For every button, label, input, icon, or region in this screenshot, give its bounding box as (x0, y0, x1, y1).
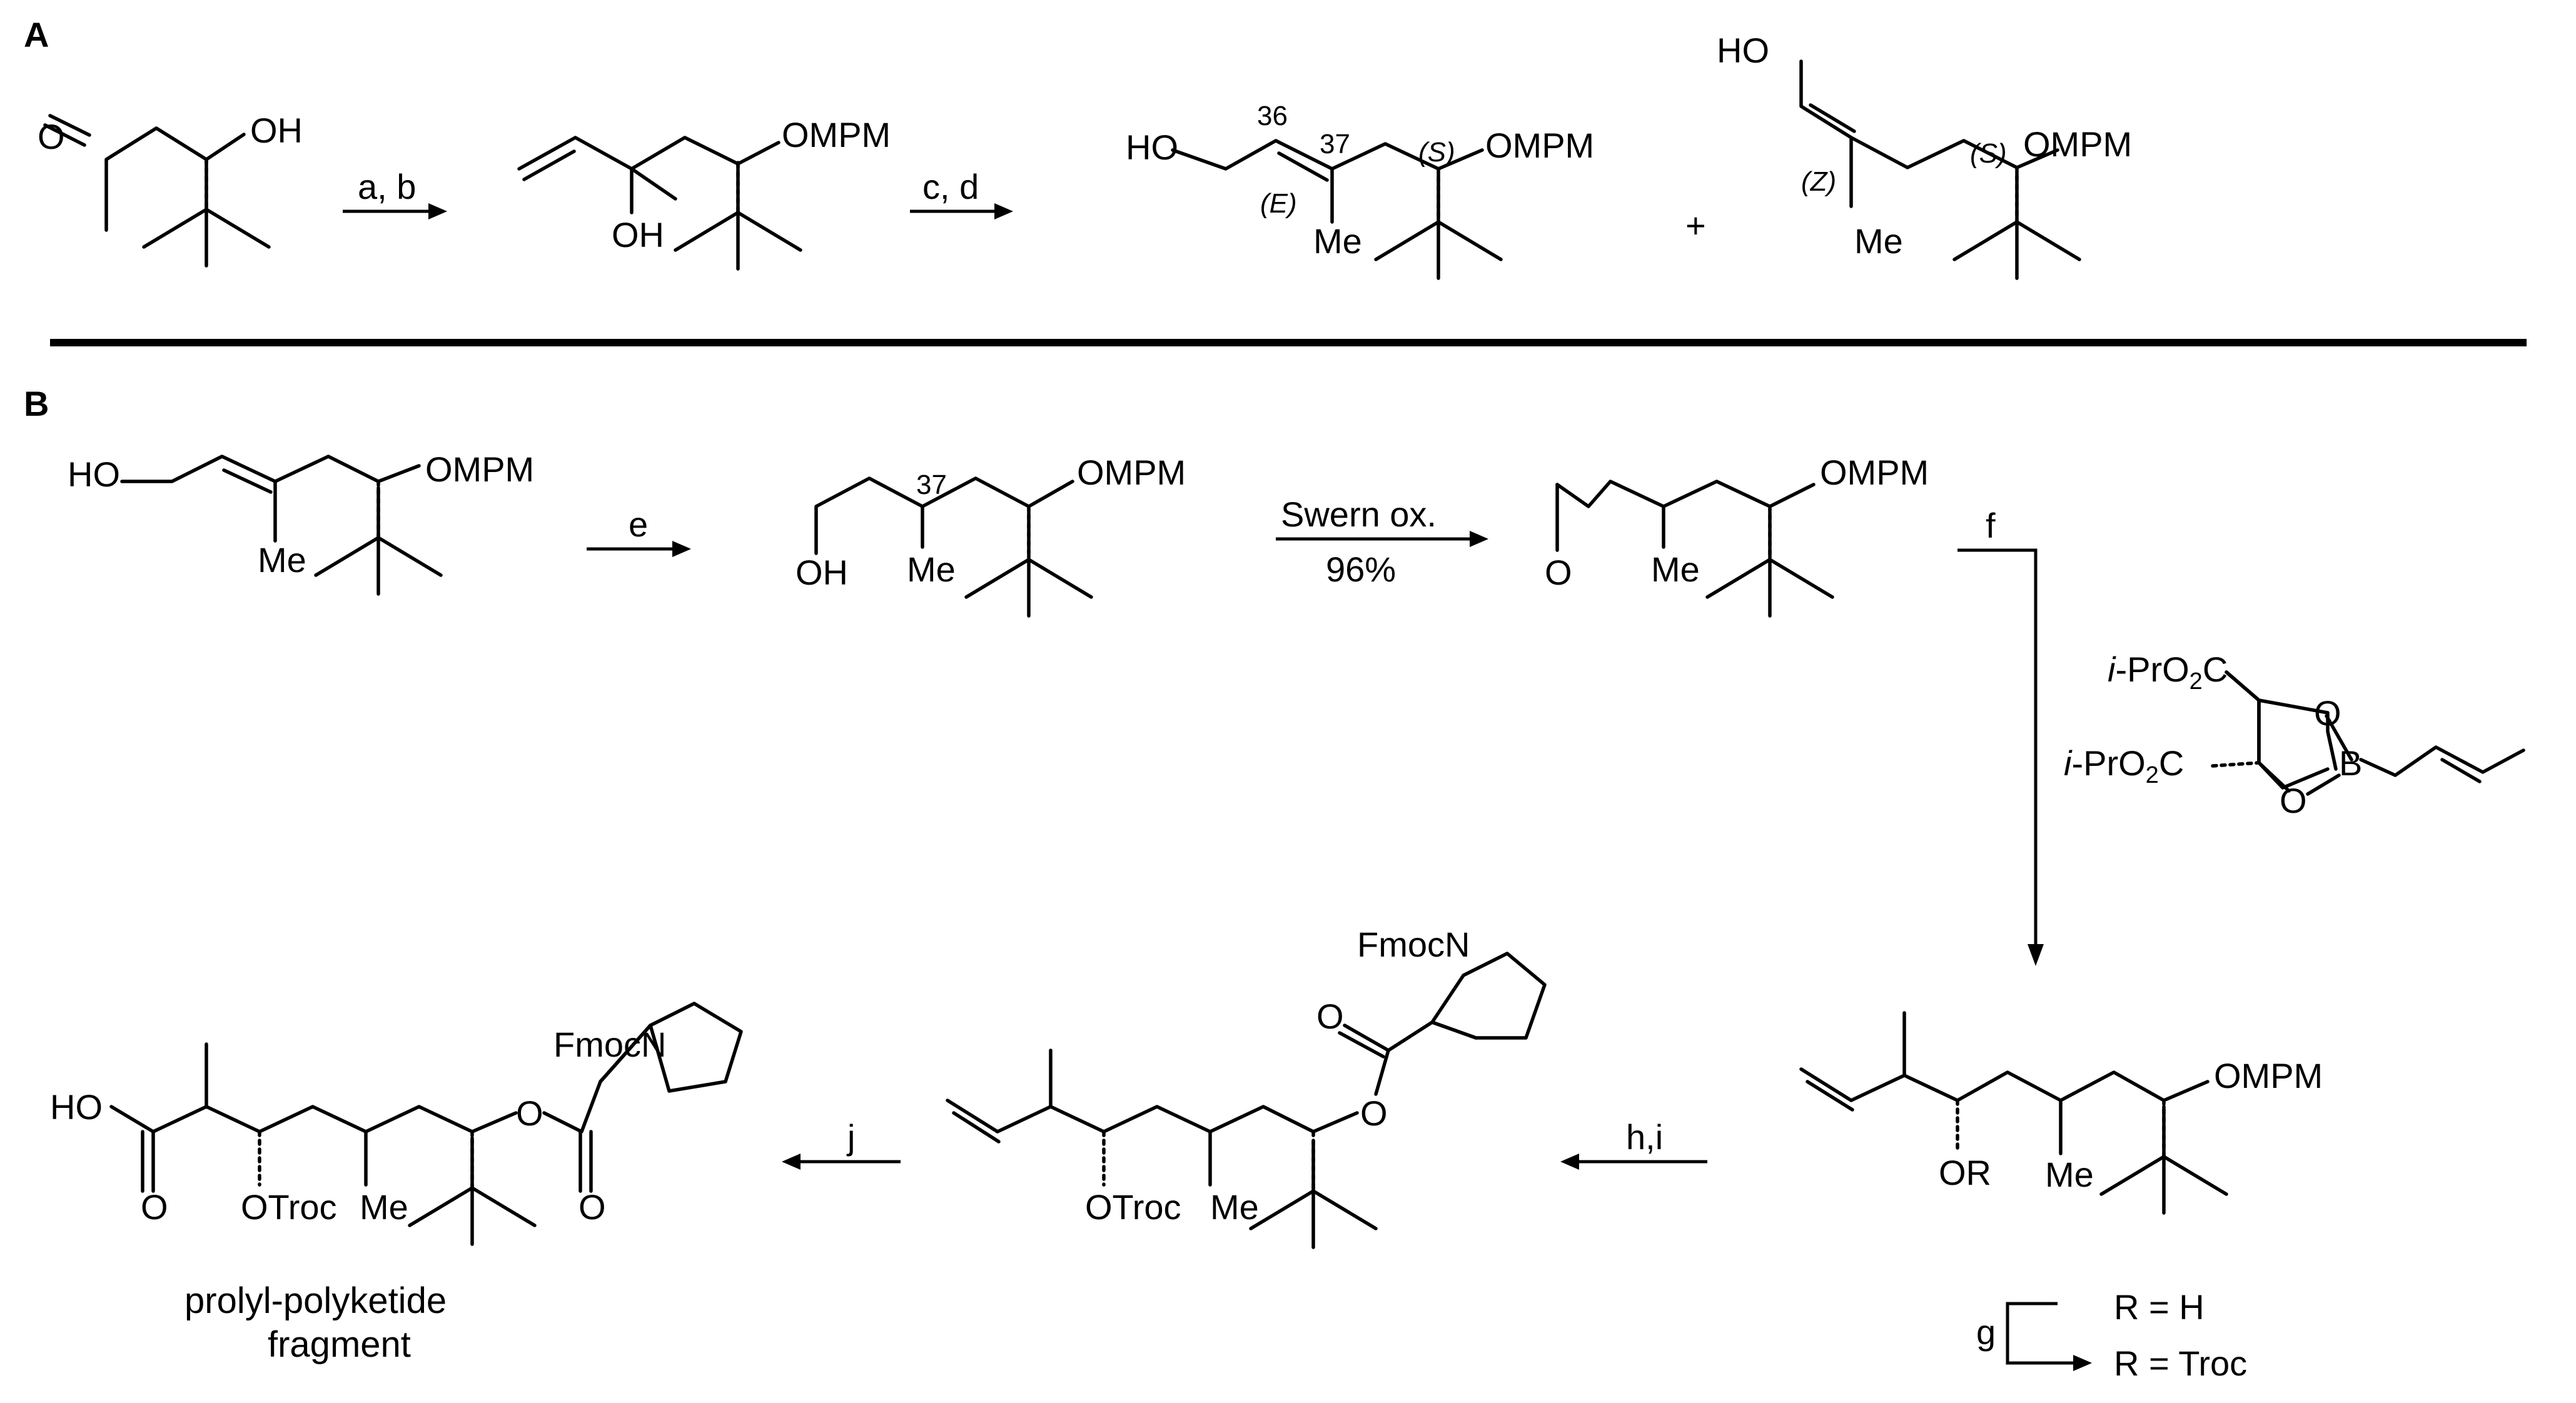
label-s-a3: (S) (1418, 137, 1455, 168)
atom-me-b4: Me (2045, 1155, 2094, 1194)
atom-o-a1: O (38, 117, 65, 156)
atom-ho-a3: HO (1126, 128, 1178, 167)
molecule-b2: OH 37 Me OMPM (796, 453, 1186, 616)
caption-line2: fragment (268, 1324, 411, 1365)
reagent-swern: Swern ox. (1281, 495, 1437, 534)
atom-fmocn-b5: FmocN (1357, 925, 1470, 964)
atom-ompm-b2: OMPM (1077, 453, 1186, 492)
arrow-j: j (782, 1117, 901, 1170)
label-e: (E) (1260, 188, 1297, 219)
label-s-a4: (S) (1970, 138, 2007, 169)
atom-me-b6: Me (360, 1187, 408, 1227)
reagent-g: g (1976, 1312, 1996, 1352)
atom-or-b4: OR (1939, 1153, 1991, 1192)
arrow-swern: Swern ox. 96% (1276, 495, 1488, 589)
atom-oh-b2: OH (796, 553, 848, 592)
atom-fmocn-b6: FmocN (553, 1025, 666, 1064)
ester-bottom: i-PrO2C (2064, 743, 2184, 788)
atom-ho-b6: HO (50, 1087, 103, 1127)
arrow-cd: c, d (910, 167, 1013, 219)
ester-top: i-PrO2C (2108, 650, 2228, 695)
atom-ompm-a2: OMPM (782, 115, 891, 154)
reagent-yield: 96% (1326, 550, 1396, 589)
atom-ompm-b4: OMPM (2214, 1056, 2323, 1095)
atom-ompm-a4: OMPM (2023, 124, 2132, 164)
atom-me-b3: Me (1651, 550, 1700, 589)
molecule-b5: O O FmocN OTroc Me (946, 925, 1547, 1247)
crotylboronate-reagent: O O B i-PrO2C i-PrO2C (2064, 650, 2525, 820)
arrow-f: f (1957, 506, 2044, 966)
atom-me-b5: Me (1210, 1187, 1259, 1227)
atom-o-ester-b5: O (1360, 1094, 1388, 1133)
molecule-a4-z: HO (Z) (S) Me OMPM (1717, 31, 2132, 278)
arrow-e: e (587, 505, 691, 557)
molecule-a3-e: HO 36 37 (E) (S) Me OMPM (1126, 101, 1594, 278)
r-equals-troc: R = Troc (2114, 1344, 2247, 1383)
caption-line1: prolyl-polyketide (184, 1280, 447, 1321)
arrow-ab: a, b (343, 167, 447, 219)
atom-me-a3: Me (1313, 221, 1362, 261)
atom-ho-a4: HO (1717, 31, 1769, 70)
atom-ho-b1: HO (68, 455, 120, 494)
label-c37: 37 (1320, 129, 1350, 159)
atom-me-b1: Me (258, 540, 306, 580)
atom-oh-a2: OH (612, 215, 664, 254)
reagent-f: f (1986, 506, 1996, 545)
arrow-g: g R = H R = Troc (1976, 1287, 2247, 1383)
atom-me-b2: Me (907, 550, 956, 589)
molecule-b1: HO Me OMPM (68, 450, 534, 594)
molecule-a2: OH OMPM (517, 115, 891, 269)
atom-otroc-b5: OTroc (1085, 1187, 1181, 1227)
panel-label-a: A (24, 15, 49, 54)
atom-o-carbonyl-b6: O (578, 1187, 606, 1227)
panel-label-b: B (24, 384, 49, 423)
plus-sign: + (1685, 206, 1706, 245)
molecule-b6: HO O OTroc Me O O FmocN (50, 1002, 743, 1244)
atom-ompm-a3: OMPM (1485, 126, 1594, 165)
atom-ompm-b1: OMPM (425, 450, 534, 489)
reagent-j: j (846, 1117, 855, 1157)
atom-boron: B (2339, 743, 2362, 783)
r-equals-h: R = H (2114, 1287, 2205, 1327)
molecule-a1: O OH (38, 111, 303, 266)
atom-o-ring-bottom: O (2280, 781, 2307, 820)
reagent-cd: c, d (922, 167, 979, 206)
atom-oh-a1: OH (250, 111, 303, 150)
atom-o-carbonyl-b5: O (1316, 997, 1344, 1036)
reagent-hi: h,i (1626, 1117, 1663, 1157)
label-c36: 36 (1257, 101, 1288, 131)
label-z: (Z) (1801, 166, 1836, 197)
molecule-b3: O Me OMPM (1545, 453, 1929, 616)
molecule-b4: OR Me OMPM (1799, 1011, 2323, 1213)
atom-o-ring-top: O (2314, 693, 2341, 733)
atom-ompm-b3: OMPM (1820, 453, 1929, 492)
arrow-hi: h,i (1560, 1117, 1707, 1170)
atom-o-ester-b6: O (516, 1094, 543, 1133)
reagent-e: e (629, 505, 648, 544)
label-c37-b2: 37 (916, 470, 947, 500)
reagent-ab: a, b (358, 167, 416, 206)
atom-me-a4: Me (1854, 221, 1903, 261)
atom-otroc-b6: OTroc (241, 1187, 336, 1227)
atom-o-acid-b6: O (141, 1187, 168, 1227)
atom-o-b3: O (1545, 553, 1572, 592)
